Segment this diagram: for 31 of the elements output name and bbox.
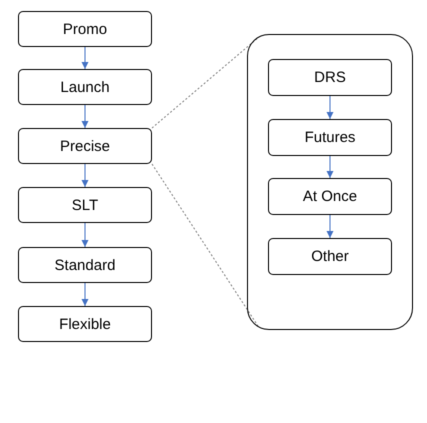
box-label: Other (311, 248, 349, 265)
box-label: Standard (54, 256, 116, 274)
arrow (82, 104, 88, 128)
box-label: DRS (314, 69, 346, 86)
process-box (268, 178, 392, 215)
arrow (82, 164, 88, 188)
box-label: Flexible (59, 316, 111, 332)
box-label: Futures (304, 129, 356, 146)
process-box (18, 306, 152, 342)
arrow (82, 282, 88, 306)
box-label: At Once (302, 188, 358, 205)
process-box (18, 187, 152, 223)
box-label: Precise (60, 138, 110, 154)
process-box (268, 59, 392, 96)
box-label: Launch (60, 78, 110, 96)
arrow (326, 214, 334, 238)
process-box (18, 128, 152, 164)
arrow (326, 156, 334, 178)
box-label: Promo (62, 20, 108, 38)
dotted-line (152, 164, 258, 326)
arrow (82, 46, 88, 70)
box-label: SLT (72, 196, 98, 214)
arrow (82, 222, 88, 248)
process-box (18, 69, 152, 105)
process-box (18, 11, 152, 47)
process-box (268, 119, 392, 156)
process-box (268, 238, 392, 275)
group-container (247, 34, 413, 330)
arrow (326, 96, 334, 120)
dotted-line (152, 36, 260, 128)
process-box (18, 247, 152, 283)
